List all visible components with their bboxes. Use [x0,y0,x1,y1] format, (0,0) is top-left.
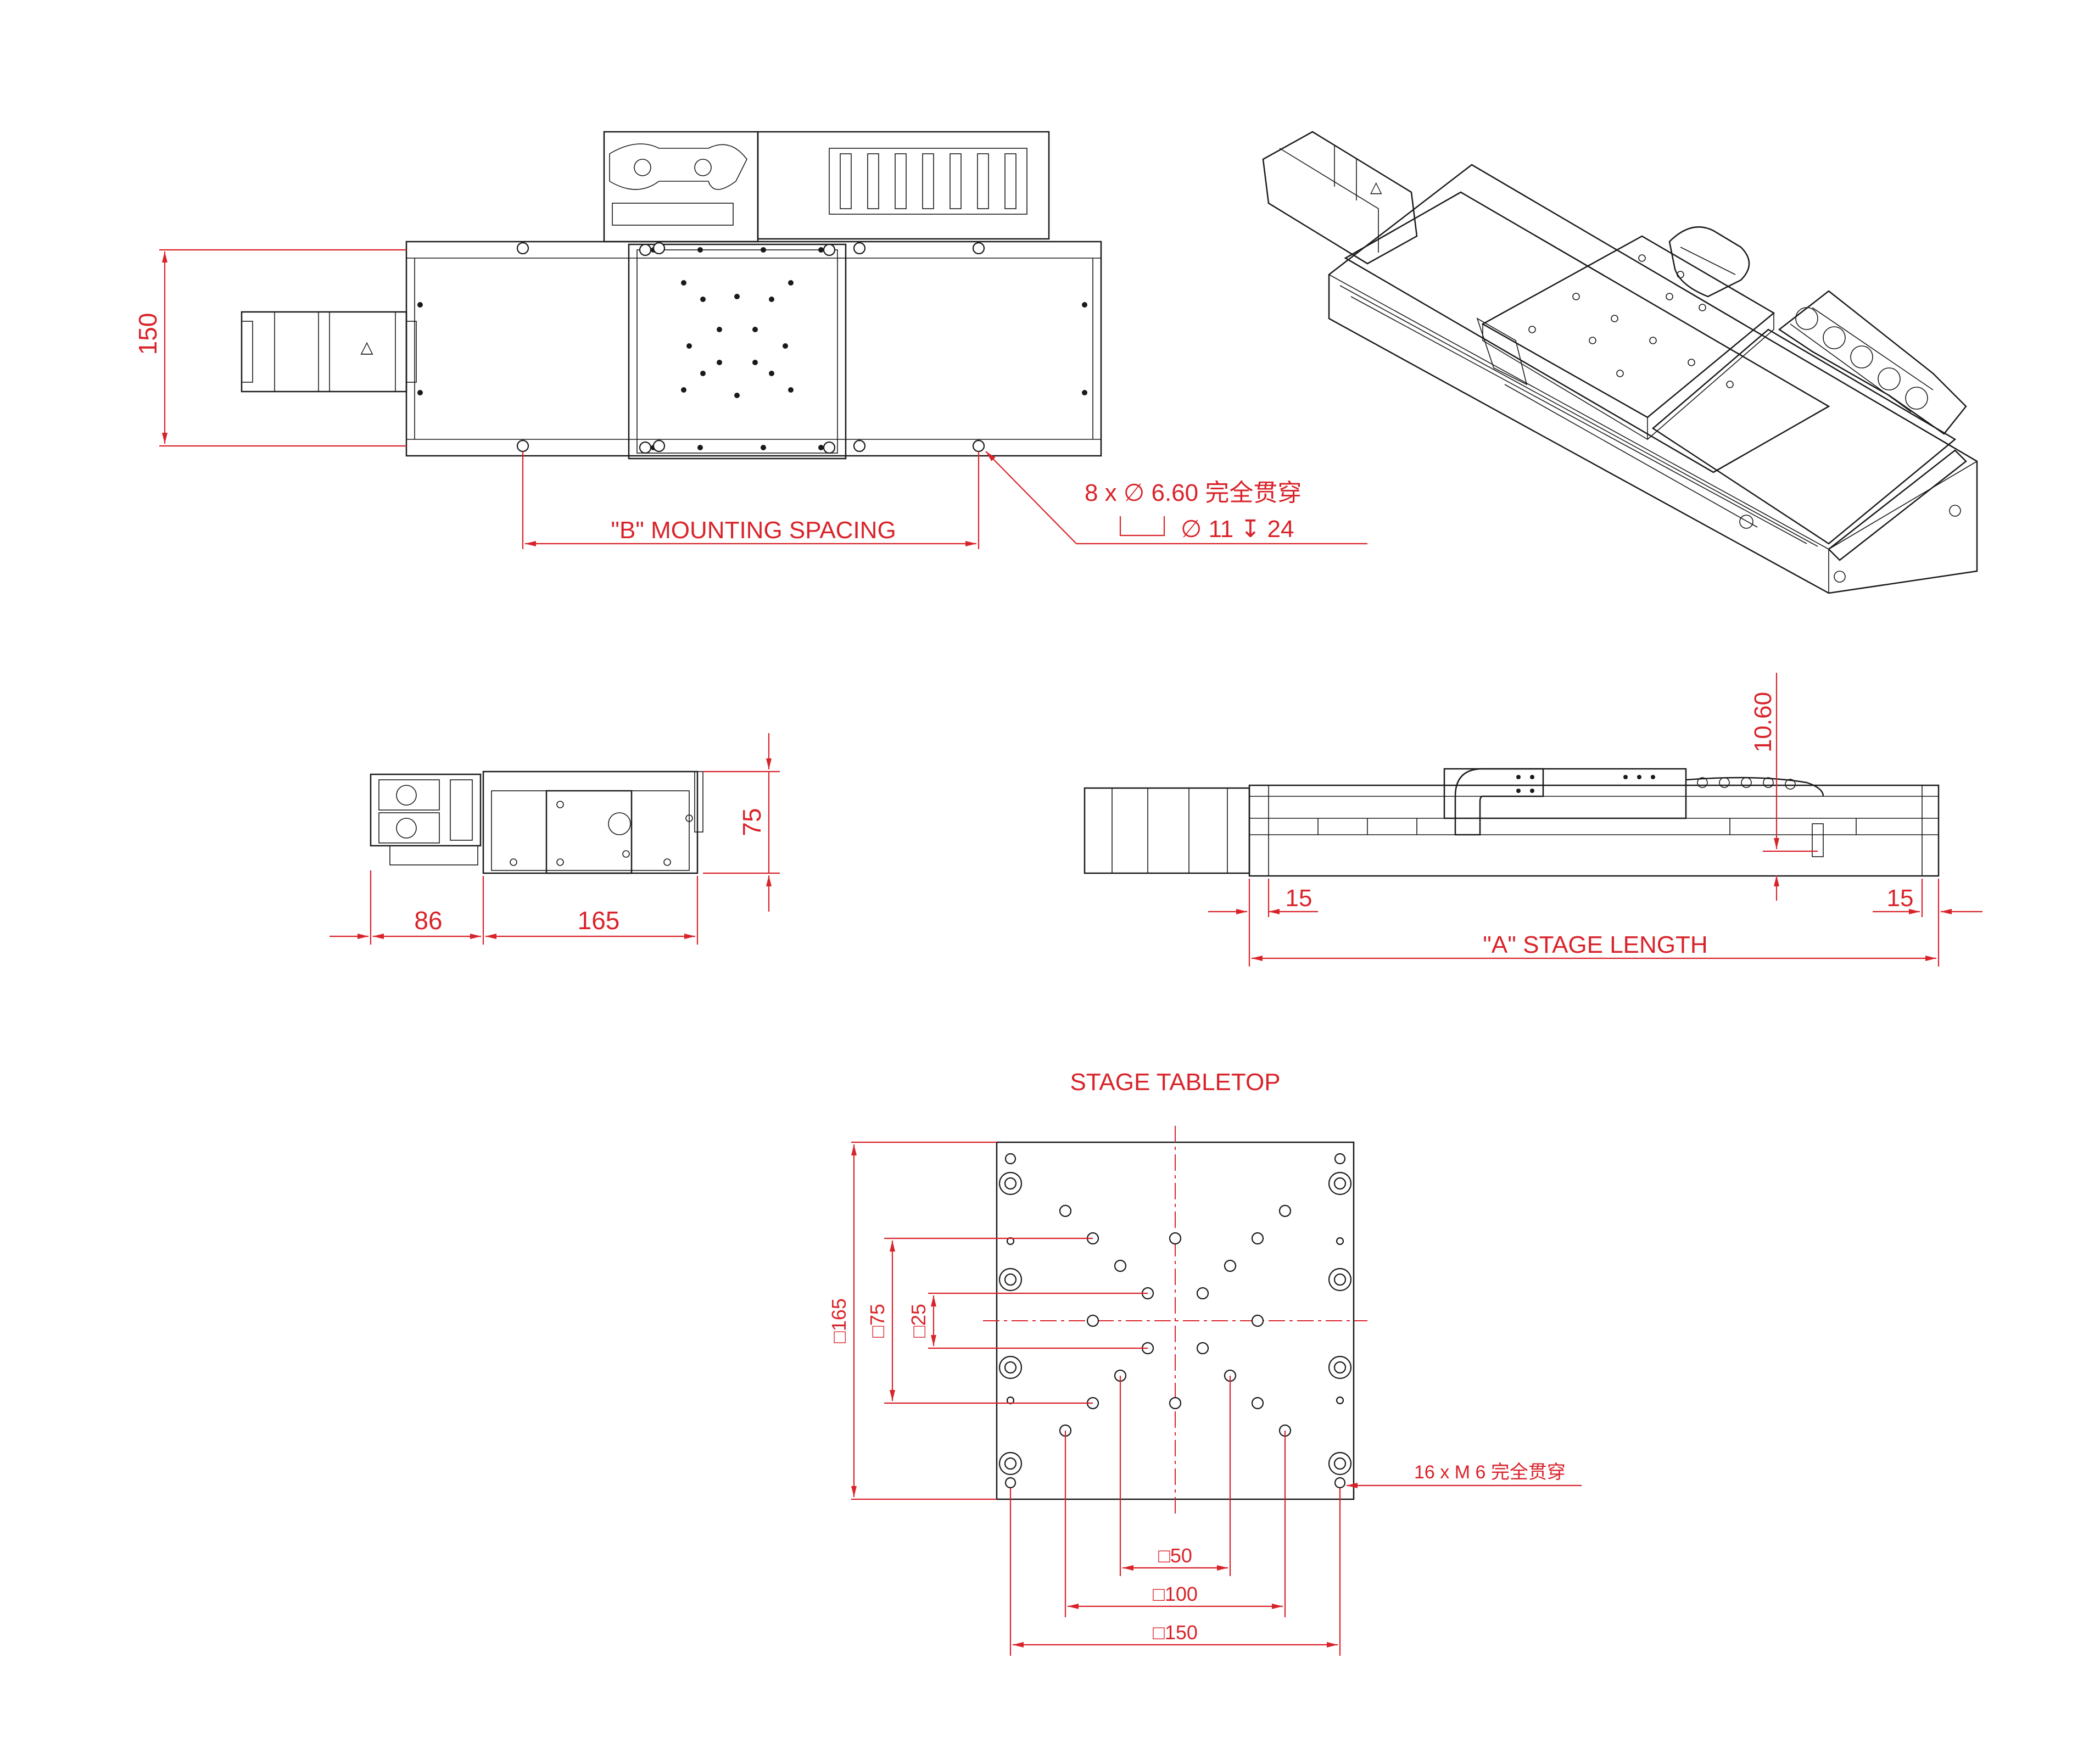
stage-base-top [405,241,1102,457]
motor-top: △ [241,311,417,393]
iso-rear-table [1344,191,1830,473]
dim-150-label: 150 [133,313,162,355]
dim-15-right: 15 [1887,885,1914,912]
end-view: 75 86 165 [329,733,780,945]
iso-motor-symbol: △ [1370,178,1382,196]
iso-base [1328,164,1978,594]
dim-15-left: 15 [1286,885,1312,912]
tabletop-title: STAGE TABLETOP [1070,1069,1280,1096]
dim-150: 150 [133,249,406,447]
stage-tabletop: STAGE TABLETOP [828,1069,1582,1656]
side-base [1248,784,1940,877]
iso-carriage [1481,235,1775,418]
cable-chain-top [603,131,1050,243]
a-stage-length: "A" STAGE LENGTH [1483,931,1707,958]
dim-10-60: 10.60 [1750,692,1777,752]
dim-75-tabletop: □75 [866,1304,889,1338]
carriage-top [628,243,847,460]
hole-callout-line2: ∅ 11 ↧ 24 [1181,516,1294,543]
dim-75-end: 75 [738,808,766,836]
side-view: 10.60 15 15 "A" STAGE LENGTH [1083,673,1982,967]
iso-cable-chain [1668,226,1967,435]
end-view-chain [370,773,482,865]
side-motor [1083,787,1250,874]
motor-symbol: △ [360,338,373,357]
iso-front-table [1651,328,1957,545]
top-view: △ [133,131,1367,549]
dim-25-tabletop: □25 [907,1304,930,1338]
dim-b-mounting: "B" MOUNTING SPACING [522,451,980,549]
dim-50-tabletop: □50 [1158,1544,1192,1567]
tabletop-hole-callout: 16 x M 6 完全贯穿 [1414,1462,1566,1483]
dim-86: 86 [414,906,442,935]
dim-165-tabletop: □165 [828,1298,850,1343]
base-mounting-holes [417,242,1087,453]
end-view-body [482,770,699,874]
hole-callout-top: 8 x ∅ 6.60 完全贯穿 ∅ 11 ↧ 24 [985,451,1367,545]
dim-150-tabletop: □150 [1153,1621,1198,1644]
iso-motor: △ [1262,131,1418,265]
hole-callout-line1: 8 x ∅ 6.60 完全贯穿 [1085,479,1302,506]
isometric-view: △ [1262,131,1978,594]
dim-165-end: 165 [578,906,620,935]
b-mounting-label: "B" MOUNTING SPACING [611,517,896,544]
dim-100-tabletop: □100 [1153,1583,1198,1605]
side-carriage [1443,768,1687,819]
carriage-holes-top [639,243,836,454]
